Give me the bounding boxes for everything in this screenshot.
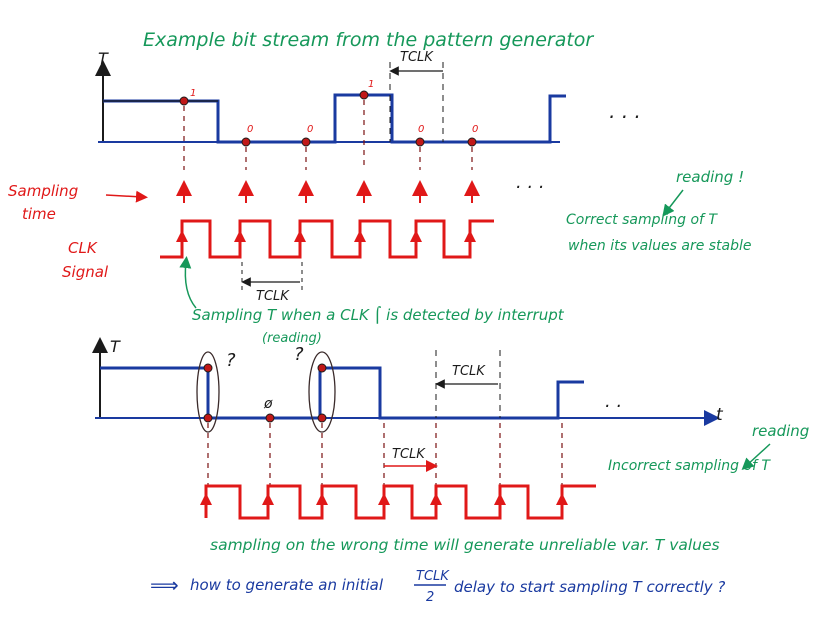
clk-label-1: CLK: [68, 239, 98, 257]
bottom-upper-tclk-marker: TCLK: [435, 350, 501, 418]
bottom-reading-note: reading: [752, 422, 809, 440]
top-sampling-dashes: [183, 100, 473, 170]
sampling-time-label-2: time: [22, 205, 56, 223]
top-ellipsis: · · ·: [608, 105, 640, 129]
bit-value: 0: [418, 124, 424, 135]
top-clk-tclk-bracket: TCLK: [241, 262, 303, 304]
correct-sampling-note-1: Correct sampling of T: [566, 212, 718, 228]
top-reading-note: reading !: [676, 168, 744, 186]
bit-value: 1: [190, 88, 196, 99]
bit-value: 1: [368, 79, 374, 90]
bottom-ellipsis: · ·: [604, 396, 621, 417]
ambiguity-ellipse-2: [308, 351, 336, 433]
bit-value: 0: [307, 124, 313, 135]
correct-sampling-note-2: when its values are stable: [568, 238, 752, 254]
reading-paren-note: (reading): [262, 331, 322, 346]
top-clk-waveform: [160, 219, 494, 259]
top-reading-arrow: [662, 189, 684, 217]
bit-value: 0: [472, 124, 478, 135]
diagram-title: Example bit stream from the pattern gene…: [143, 29, 594, 51]
bottom-reading-arrow: [741, 443, 771, 471]
sampling-time-label-1: Sampling: [8, 182, 78, 200]
bottom-clk-edge-arrows: [200, 493, 568, 512]
wrong-time-note: sampling on the wrong time will generate…: [210, 536, 720, 554]
top-axes: T: [95, 49, 560, 143]
clk-label-2: Signal: [62, 263, 109, 281]
interrupt-note: Sampling T when a CLK ⌠ is detected by i…: [192, 306, 565, 324]
top-tclk-marker: TCLK: [389, 50, 444, 142]
top-sample-points: [179, 90, 477, 147]
sampling-time-arrow: [105, 190, 148, 203]
incorrect-sampling-note: Incorrect sampling of T: [608, 458, 771, 474]
bottom-sampling-dashes: [207, 423, 563, 486]
bottom-sample-points: [203, 363, 327, 423]
footer-fraction-denominator: 2: [426, 590, 434, 605]
bottom-lower-tclk-marker: TCLK: [384, 447, 438, 472]
arrows-ellipsis: · · ·: [515, 177, 544, 198]
footer-fraction-numerator: TCLK: [416, 569, 450, 584]
question-mark-2: ?: [294, 344, 304, 365]
time-axis-label: t: [716, 405, 724, 425]
top-bitstream-waveform: [103, 93, 566, 144]
top-tclk-label: TCLK: [400, 50, 434, 65]
footer-text-a: how to generate an initial: [190, 576, 384, 594]
clk-tclk-label: TCLK: [256, 289, 290, 304]
bottom-clk-waveform: [204, 484, 596, 520]
bottom-axes: T t: [92, 337, 724, 426]
footer-text-b: delay to start sampling T correctly ?: [454, 578, 725, 596]
bottom-upper-tclk-label: TCLK: [452, 364, 486, 379]
ambiguity-ellipse-1: [196, 351, 220, 433]
zero-value: ø: [263, 396, 273, 412]
bottom-lower-tclk-label: TCLK: [392, 447, 426, 462]
question-mark-1: ?: [226, 350, 236, 371]
bit-value: 0: [247, 124, 253, 135]
bottom-t-axis-label: T: [110, 337, 121, 356]
top-bit-values: 1 0 0 1 0 0: [190, 79, 478, 135]
top-t-axis-label: T: [98, 49, 109, 68]
interrupt-arrow: [179, 256, 197, 309]
top-sampling-arrows: [176, 180, 480, 203]
bottom-bitstream-waveform: [100, 366, 584, 420]
footer-arrow: ⟹: [150, 573, 179, 597]
top-clk-edge-arrows: [176, 230, 476, 248]
